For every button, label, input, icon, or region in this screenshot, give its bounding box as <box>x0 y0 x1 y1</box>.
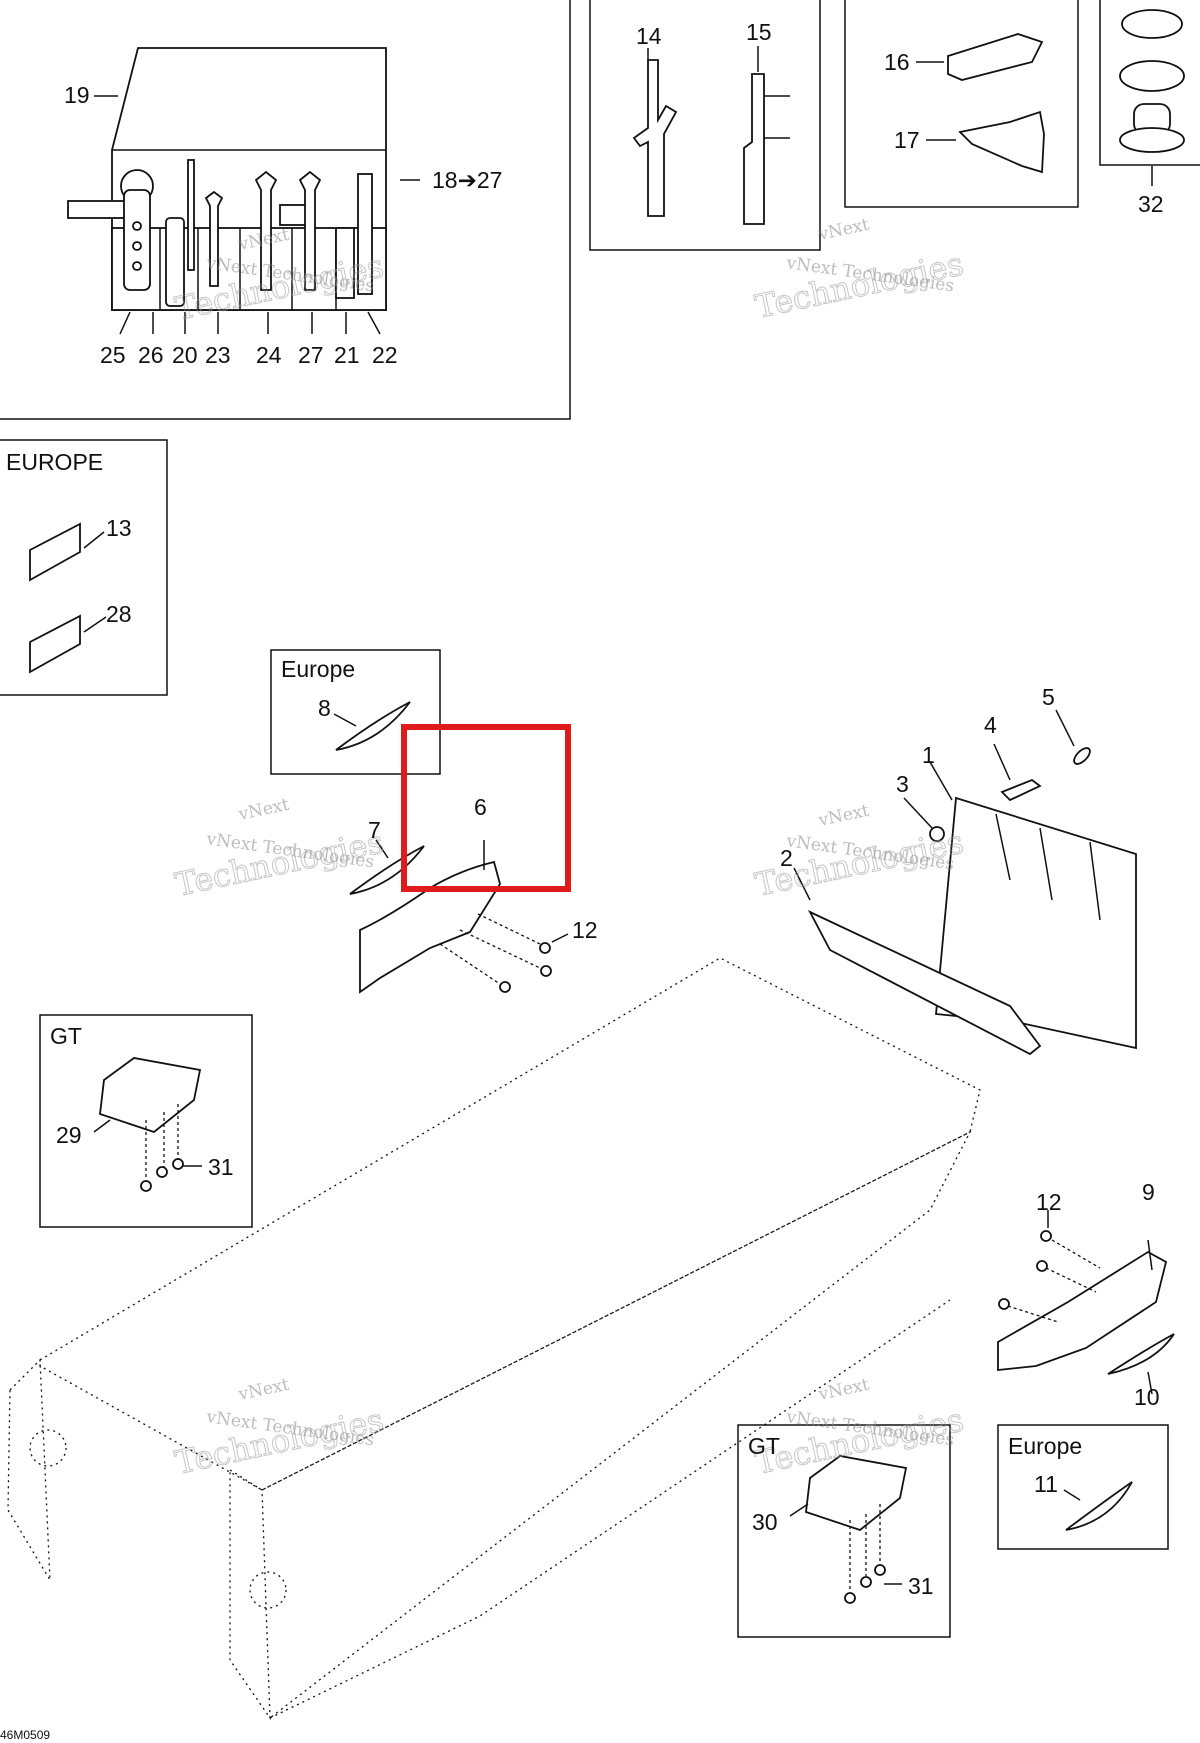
rivet-4-icon <box>1000 778 1042 802</box>
wrench-large-icon <box>254 170 278 291</box>
reflector-13-icon <box>29 522 81 582</box>
bracket-14-icon <box>632 59 678 217</box>
svg-text:vNext: vNext <box>816 1375 871 1405</box>
label-6: 6 <box>474 794 487 820</box>
bracket-15-icon <box>743 73 765 225</box>
svg-text:vNext: vNext <box>236 795 291 825</box>
oring-5-icon <box>1073 747 1091 765</box>
label-23: 23 <box>205 342 231 368</box>
spark-plug-tool-icon <box>357 173 373 295</box>
screwdriver-icon <box>165 217 185 307</box>
drawing-reference: 46M0509 <box>0 1728 50 1742</box>
label-15: 15 <box>746 19 772 45</box>
reflector-10-icon <box>1107 1333 1175 1375</box>
reflector-28-icon <box>29 614 81 674</box>
box-title-europe-middle: Europe <box>281 656 355 682</box>
europe-reflector-8-panel <box>270 649 441 775</box>
part-labels: 19 18➔27 25 26 20 23 24 27 21 22 14 15 1… <box>0 19 1164 1742</box>
tool-kit-panel <box>0 0 571 420</box>
footrest-right-assembly <box>997 1210 1175 1395</box>
mount-panel <box>1099 0 1200 186</box>
svg-text:vNext: vNext <box>816 215 871 245</box>
label-14: 14 <box>636 23 662 49</box>
label-19: 19 <box>64 82 90 108</box>
footrest-30-icon <box>805 1455 908 1532</box>
box-title-europe-lower: Europe <box>1008 1433 1082 1459</box>
box-title-gt-left: GT <box>50 1023 82 1049</box>
watermark-5: vNext vNext Technologies Technologies <box>171 1375 387 1483</box>
label-5: 5 <box>1042 684 1055 710</box>
screw-icon <box>539 942 551 954</box>
svg-text:Technologies: Technologies <box>752 245 967 326</box>
label-29: 29 <box>56 1122 82 1148</box>
rear-bracket-assembly <box>349 839 569 994</box>
flap-support-2-icon <box>807 910 1042 1056</box>
label-16: 16 <box>884 49 910 75</box>
label-22: 22 <box>372 342 398 368</box>
footrest-29-icon <box>99 1057 202 1134</box>
box-title-europe-upper: EUROPE <box>6 449 103 475</box>
label-27: 27 <box>298 342 324 368</box>
reflector-11-icon <box>1065 1481 1133 1531</box>
wrench-medium-icon <box>298 170 322 291</box>
svg-text:Technologies: Technologies <box>172 1401 387 1482</box>
label-2: 2 <box>780 845 793 871</box>
washer-3-icon <box>929 826 945 842</box>
label-1: 1 <box>922 742 935 768</box>
box-title-gt-right: GT <box>748 1433 780 1459</box>
label-11: 11 <box>1034 1471 1058 1497</box>
label-24: 24 <box>256 342 282 368</box>
snow-flap-assembly <box>793 709 1137 1056</box>
label-3: 3 <box>896 771 909 797</box>
label-10: 10 <box>1134 1384 1160 1410</box>
footrest-9-icon <box>997 1250 1168 1371</box>
label-12-lower: 12 <box>1036 1189 1062 1215</box>
tunnel-body <box>7 957 981 1721</box>
svg-text:vNext: vNext <box>236 1375 291 1405</box>
svg-text:vNext: vNext <box>816 801 871 831</box>
label-30: 30 <box>752 1509 778 1535</box>
label-7: 7 <box>368 817 381 843</box>
label-21: 21 <box>334 342 360 368</box>
label-18-27: 18➔27 <box>432 167 502 193</box>
label-25: 25 <box>100 342 126 368</box>
label-20: 20 <box>172 342 198 368</box>
label-17: 17 <box>894 127 920 153</box>
clip-16-icon <box>947 33 1044 81</box>
europe-reflectors-panel <box>0 439 168 696</box>
label-28: 28 <box>106 601 132 627</box>
label-12-upper: 12 <box>572 917 598 943</box>
brackets-panel <box>589 0 821 251</box>
label-13: 13 <box>106 515 132 541</box>
europe-reflector-11-panel <box>997 1424 1169 1550</box>
label-32: 32 <box>1138 191 1164 217</box>
watermark-2: vNext vNext Technologies Technologies <box>751 215 967 327</box>
label-31-right: 31 <box>908 1573 934 1599</box>
gt-footrest-right-panel <box>737 1424 951 1638</box>
label-26: 26 <box>138 342 164 368</box>
label-31-left: 31 <box>208 1154 234 1180</box>
clip-17-icon <box>958 110 1045 174</box>
label-9: 9 <box>1142 1179 1155 1205</box>
gt-footrest-left-panel <box>39 1014 253 1228</box>
label-8: 8 <box>318 695 331 721</box>
gasket-icon <box>1121 9 1183 39</box>
label-4: 4 <box>984 712 997 738</box>
watermark-3: vNext vNext Technologies Technologies <box>171 795 387 905</box>
wrench-small-icon <box>204 190 224 287</box>
clips-panel <box>844 0 1079 208</box>
highlight-box <box>401 724 571 892</box>
reflector-8-icon <box>335 701 411 751</box>
